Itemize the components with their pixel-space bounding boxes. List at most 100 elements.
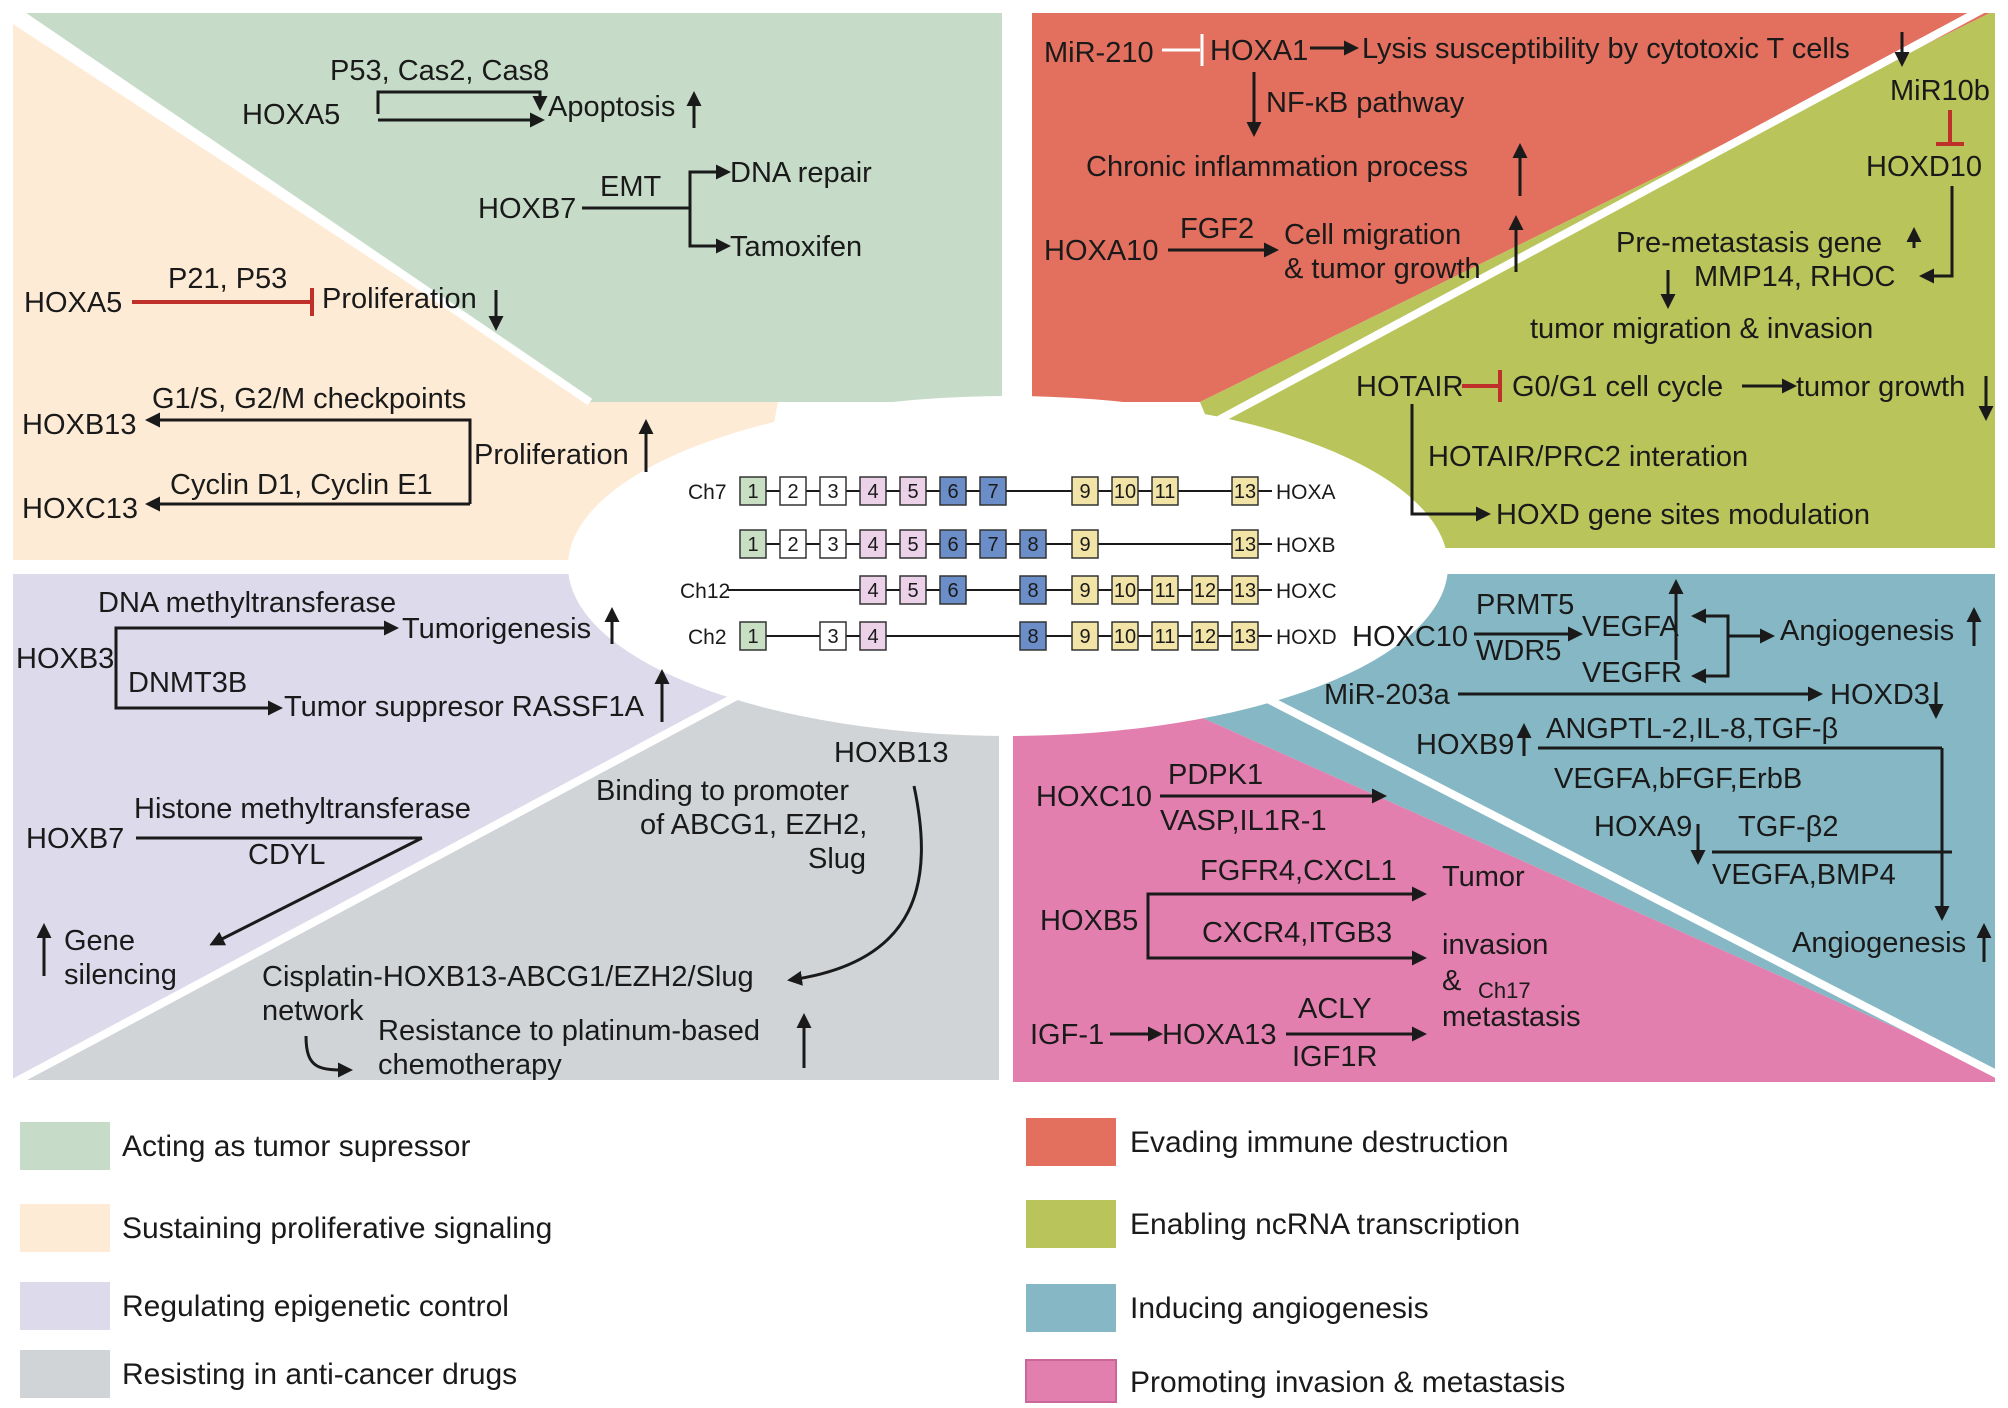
legend-label-5: Evading immune destruction xyxy=(1130,1126,1509,1159)
label-binding-2: of ABCG1, EZH2, xyxy=(640,809,867,841)
hox-gene-box xyxy=(859,529,887,559)
hox-gene-box xyxy=(939,529,967,559)
arrow-hotair-hoxd xyxy=(1410,404,1491,522)
hox-gene-number: 2 xyxy=(787,534,798,556)
label-tamoxifen: Tamoxifen xyxy=(730,231,862,263)
label-histone-mt: Histone methyltransferase xyxy=(134,793,471,825)
legend-swatch-5 xyxy=(1026,1118,1116,1166)
label-proliferation: Proliferation xyxy=(322,283,477,315)
hox-gene-box xyxy=(859,476,887,506)
label-apoptosis: Apoptosis xyxy=(548,91,675,123)
label-network-2: network xyxy=(262,995,364,1027)
label-hoxd3: HOXD3 xyxy=(1830,679,1930,711)
label-wdr5: WDR5 xyxy=(1476,635,1561,667)
hox-gene-number: 13 xyxy=(1234,534,1256,556)
label-mir203a: MiR-203a xyxy=(1324,679,1451,711)
label-resistance-2: chemotherapy xyxy=(378,1049,562,1081)
hox-gene-number: 4 xyxy=(867,481,878,503)
hox-gene-number: 8 xyxy=(1027,580,1038,602)
hox-gene-box xyxy=(979,476,1007,506)
hox-gene-number: 5 xyxy=(907,534,918,556)
hox-gene-box xyxy=(1151,575,1179,605)
hox-gene-box xyxy=(899,476,927,506)
hox-gene-number: 6 xyxy=(947,534,958,556)
cluster-label: HOXC xyxy=(1276,580,1337,603)
label-cell-migration: Cell migration xyxy=(1284,219,1461,251)
hox-gene-box xyxy=(899,575,927,605)
label-pdpk1: PDPK1 xyxy=(1168,759,1263,791)
label-tumor-growth: & tumor growth xyxy=(1284,253,1481,285)
label-binding-3: Slug xyxy=(808,843,866,875)
hox-gene-number: 4 xyxy=(867,534,878,556)
hox-gene-box xyxy=(1019,529,1047,559)
hox-gene-box xyxy=(1071,529,1099,559)
arrow-emt-tamoxifen xyxy=(688,208,731,254)
label-p53-cas: P53, Cas2, Cas8 xyxy=(330,55,549,87)
hox-gene-box xyxy=(1019,575,1047,605)
label-prc2: HOTAIR/PRC2 interation xyxy=(1428,441,1748,473)
hox-gene-number: 6 xyxy=(947,481,958,503)
hox-gene-number: 2 xyxy=(787,481,798,503)
legend-label-4: Resisting in anti-cancer drugs xyxy=(122,1358,517,1391)
hox-gene-box xyxy=(779,529,807,559)
label-cxcr4: CXCR4,ITGB3 xyxy=(1202,917,1392,949)
arrow-hoxb13-network xyxy=(787,785,923,986)
hox-gene-box xyxy=(1151,621,1179,651)
label-acly: ACLY xyxy=(1298,993,1372,1025)
arrow-hoxb3-tumorigenesis xyxy=(114,620,399,664)
label-hoxa5: HOXA5 xyxy=(242,99,340,131)
arrow-hoxb3-rassf1a xyxy=(114,664,283,716)
hox-gene-box xyxy=(979,529,1007,559)
label-tumor-growth-ncrna: tumor growth xyxy=(1796,371,1965,403)
cluster-label: HOXA xyxy=(1276,481,1336,504)
hox-gene-box xyxy=(1071,621,1099,651)
hox-gene-number: 4 xyxy=(867,626,878,648)
hox-gene-box xyxy=(1111,575,1139,605)
hox-gene-box xyxy=(859,575,887,605)
hox-gene-number: 11 xyxy=(1155,481,1176,503)
hox-gene-number: 11 xyxy=(1155,580,1176,602)
arrow-emt-dna-repair xyxy=(688,164,731,208)
hox-gene-number: 9 xyxy=(1079,481,1090,503)
label-chronic: Chronic inflammation process xyxy=(1086,151,1468,183)
chromosome-label: Ch2 xyxy=(688,626,727,649)
label-igf1: IGF-1 xyxy=(1030,1019,1104,1051)
chromosome-label: Ch7 xyxy=(688,481,727,504)
hox-gene-number: 13 xyxy=(1234,580,1256,602)
hox-gene-number: 12 xyxy=(1194,580,1216,602)
legend-swatch-4 xyxy=(20,1350,110,1398)
group-tumor-suppressor: P53, Cas2, Cas8 HOXA5 Apoptosis EMT HOXB… xyxy=(242,55,872,263)
hox-gene-box xyxy=(1071,476,1099,506)
hox-gene-box xyxy=(739,476,767,506)
label-vegfa-bmp4: VEGFA,BMP4 xyxy=(1712,859,1896,891)
hox-gene-box xyxy=(939,575,967,605)
label-ch17: Ch17 xyxy=(1478,978,1531,1003)
label-nfkb: NF-κB pathway xyxy=(1266,87,1465,119)
hox-gene-box xyxy=(739,621,767,651)
panel-invasion xyxy=(1012,690,1995,1082)
hox-gene-number: 7 xyxy=(987,481,998,503)
legend-swatch-8 xyxy=(1025,1359,1117,1403)
label-mmp14: MMP14, RHOC xyxy=(1694,261,1895,293)
label-hoxd10: HOXD10 xyxy=(1866,151,1982,183)
label-hoxb7: HOXB7 xyxy=(478,193,576,225)
label-vasp: VASP,IL1R-1 xyxy=(1160,805,1327,837)
hox-gene-number: 10 xyxy=(1114,481,1136,503)
label-hoxb5: HOXB5 xyxy=(1040,905,1138,937)
label-p21-p53: P21, P53 xyxy=(168,263,287,295)
arrow-hoxd10-mmp14 xyxy=(1919,186,1954,284)
hox-gene-box xyxy=(779,476,807,506)
label-tumor-migration: tumor migration & invasion xyxy=(1530,313,1873,345)
label-rassf1a: Tumor suppresor RASSF1A xyxy=(284,691,645,723)
hox-gene-box xyxy=(1231,621,1259,651)
label-vegfa: VEGFA xyxy=(1582,611,1679,643)
label-hoxc10-angio: HOXC10 xyxy=(1352,621,1468,653)
hox-gene-number: 8 xyxy=(1027,534,1038,556)
label-dna-methyltransferase: DNA methyltransferase xyxy=(98,587,396,619)
label-dna-repair: DNA repair xyxy=(730,157,872,189)
hox-gene-box xyxy=(739,529,767,559)
label-hoxd-sites: HOXD gene sites modulation xyxy=(1496,499,1870,531)
label-lysis: Lysis susceptibility by cytotoxic T cell… xyxy=(1362,33,1850,65)
cluster-label: HOXB xyxy=(1276,534,1336,557)
